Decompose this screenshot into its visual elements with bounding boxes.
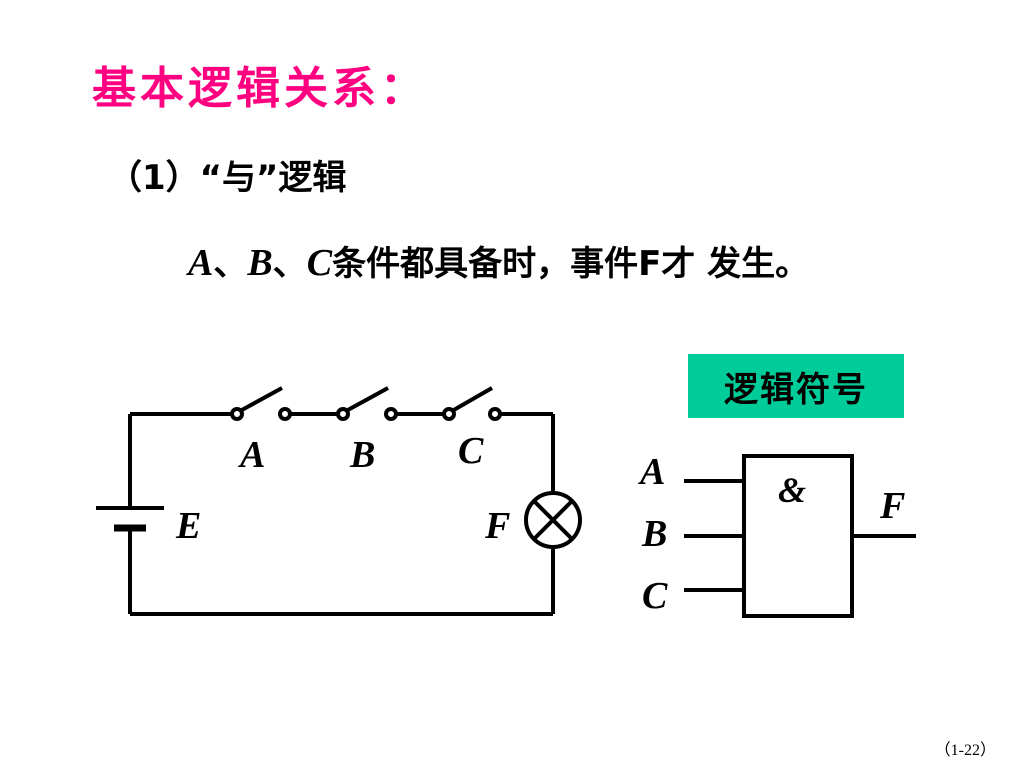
gate-output-label: F [879, 485, 905, 527]
page-number: （1-22） [934, 742, 996, 759]
switch-c-label: C [458, 430, 484, 472]
switch-b-contact-left [336, 407, 350, 421]
and-gate-symbol [684, 454, 916, 618]
gate-input-a-label: A [638, 451, 665, 493]
source-label: E [175, 505, 201, 547]
gate-input-b-label: B [641, 513, 667, 555]
separator: 、 [213, 244, 248, 284]
var-c: C [306, 242, 333, 284]
description-text: 条件都具备时，事件F才 发生。 [332, 244, 810, 284]
switch-a-blade [239, 386, 283, 413]
switch-c-contact-left [442, 407, 456, 421]
gate-operator: & [778, 470, 806, 510]
switch-a-label: A [238, 434, 265, 476]
switch-b-blade [345, 386, 389, 413]
lamp-cross-2 [532, 499, 574, 541]
series-circuit [96, 386, 582, 616]
slide-title: 基本逻辑关系： [92, 63, 428, 114]
switch-c-blade [451, 386, 493, 413]
switch-b-contact-right [384, 407, 398, 421]
separator: 、 [272, 244, 307, 284]
var-a: A [188, 242, 214, 284]
var-b: B [247, 242, 273, 284]
lamp-icon [524, 491, 582, 549]
switch-b-label: B [349, 434, 375, 476]
section-heading: （1）“与”逻辑 [108, 158, 347, 198]
lamp-label: F [484, 505, 510, 547]
switch-a-contact-right [278, 407, 292, 421]
gate-input-c-label: C [642, 575, 668, 617]
and-logic-description: A、B、C条件都具备时，事件F才 发生。 [188, 236, 809, 285]
switch-a-contact-left [230, 407, 244, 421]
logic-symbol-label: 逻辑符号 [688, 354, 904, 418]
switch-c-contact-right [488, 407, 502, 421]
